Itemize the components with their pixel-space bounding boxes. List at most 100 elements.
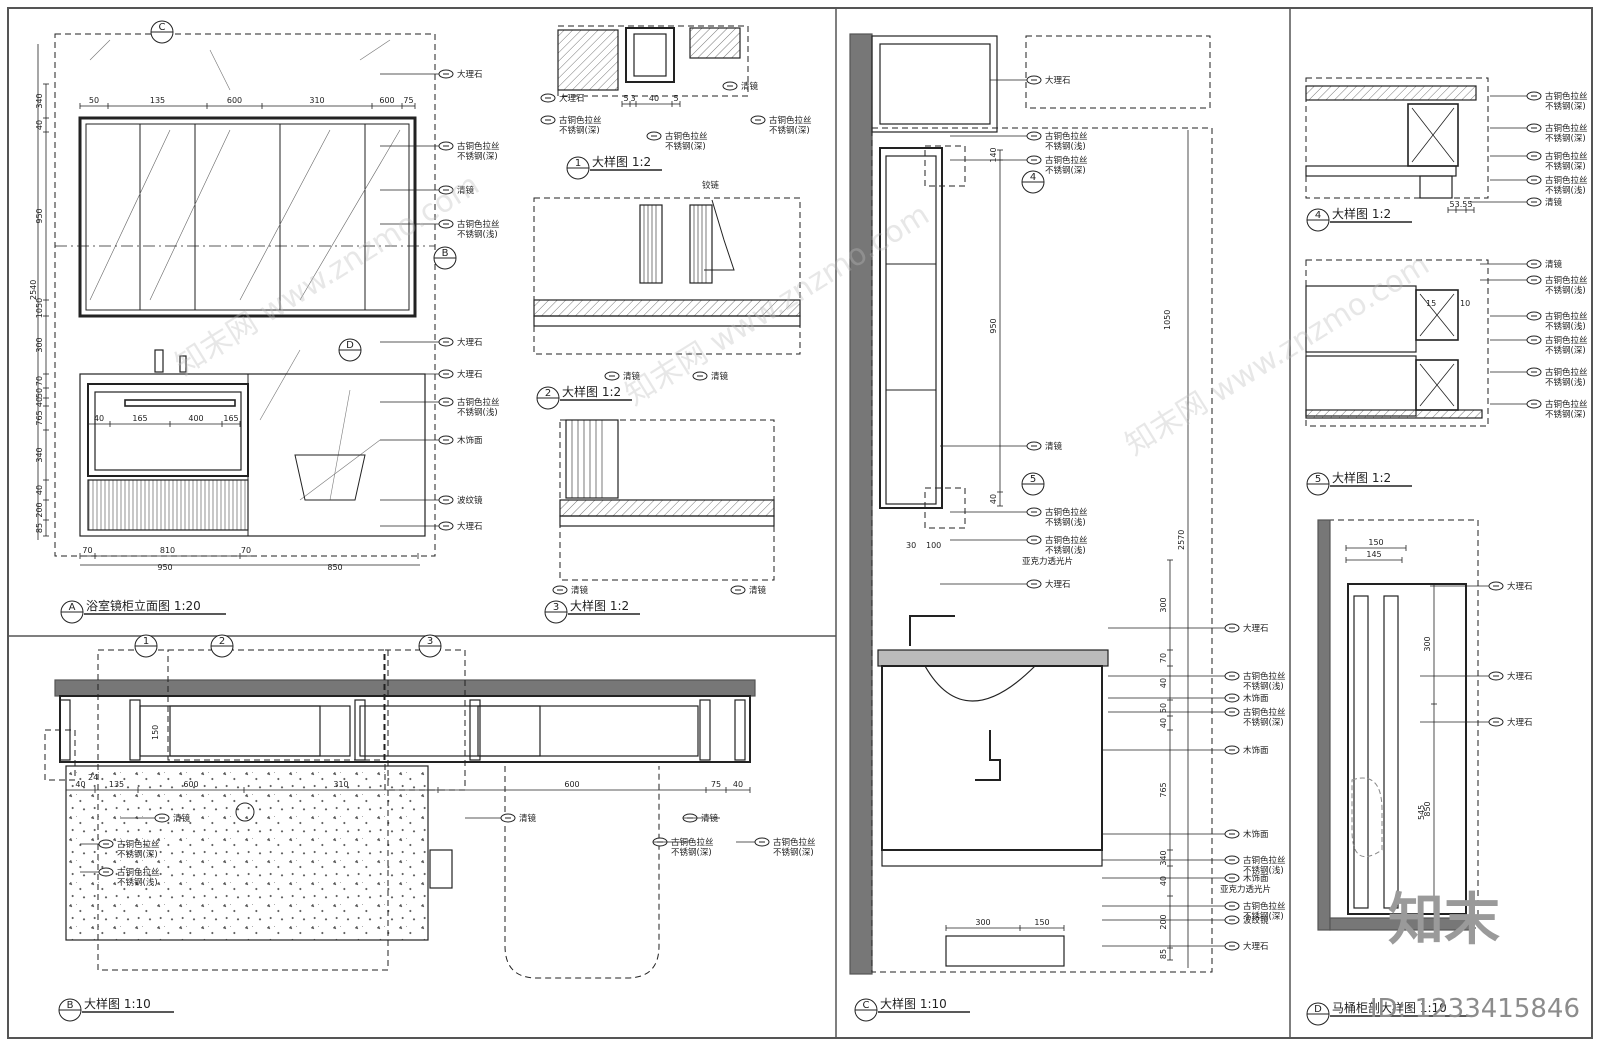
dim-value: 85: [1159, 949, 1168, 959]
dim-value: 310: [333, 780, 348, 789]
callout-label: 古铜色拉丝: [1045, 155, 1088, 166]
dim-value: 150: [1368, 538, 1383, 547]
marble-vein: [89, 39, 111, 61]
callout-label: 不锈钢(深): [1243, 911, 1284, 922]
dim-value: 300: [1423, 636, 1432, 651]
callout-label: 清镜: [173, 813, 191, 824]
dim-value: 2570: [1177, 530, 1186, 550]
callout-label: 大理石: [457, 369, 483, 380]
dim-value: 135: [109, 780, 124, 789]
cabinet-post: [469, 699, 481, 761]
void-cross: [1419, 293, 1455, 337]
callout-label: 木饰面: [1243, 873, 1269, 884]
shelf-bay: [139, 705, 321, 757]
callout-label: 不锈钢(深): [1545, 133, 1586, 144]
toilet-paper-holder: [294, 454, 366, 501]
bubble-label: 3: [553, 602, 559, 613]
bracket: [1419, 175, 1453, 199]
callout-label: 木饰面: [1243, 693, 1269, 704]
dim-value: 50: [1159, 703, 1168, 713]
dim-value: 600: [379, 96, 394, 105]
callout-label: 不锈钢(浅): [1045, 517, 1086, 528]
callout-label: 古铜色拉丝: [1243, 855, 1286, 866]
dim-value: 40: [75, 780, 85, 789]
shelf-bay: [477, 705, 699, 757]
basin-section: [924, 665, 1036, 702]
faucet-handle: [179, 355, 187, 373]
detail-5: 清镜古铜色拉丝不锈钢(浅)古铜色拉丝不锈钢(浅)古铜色拉丝不锈钢(深)古铜色拉丝…: [1305, 259, 1588, 496]
glass-panel: [559, 499, 775, 517]
dim-value: 850: [327, 563, 342, 572]
dim-value: 75: [711, 780, 721, 789]
backing-panel: [533, 315, 801, 327]
dim-value: 5: [1449, 200, 1454, 209]
callout-label: 古铜色拉丝: [117, 867, 160, 878]
callout-label: 大理石: [457, 337, 483, 348]
bubble-label: D: [1314, 1004, 1322, 1015]
dim-value: 165: [132, 414, 147, 423]
dim-value: 75: [403, 96, 413, 105]
callout-label: 不锈钢(深): [559, 125, 600, 136]
callout-label: 古铜色拉丝: [1243, 901, 1286, 912]
dim-value: 5: [623, 94, 628, 103]
shelf-bay: [169, 705, 351, 757]
hinge-profile: [639, 204, 663, 284]
base-section: [1305, 409, 1483, 419]
cabinet-post: [734, 699, 746, 761]
callout-label: 波纹镜: [1243, 915, 1269, 926]
dim-value: 300: [1159, 597, 1168, 612]
callout-label: 大理石: [1045, 75, 1071, 86]
dim-value: 10: [1460, 299, 1470, 308]
panel-title: 大样图 1:10: [880, 996, 947, 1011]
dim-value: 200: [1159, 914, 1168, 929]
callout-label: 清镜: [1545, 259, 1563, 270]
callout-label: 古铜色拉丝: [1545, 91, 1588, 102]
panel-title: 马桶柜剖大样图 1:10: [1332, 1000, 1447, 1015]
marble-vein: [359, 39, 391, 61]
frame-profile: [565, 419, 619, 499]
callout-label: 清镜: [749, 585, 767, 596]
drain-icon: [235, 802, 255, 822]
callout-label: 波纹镜: [457, 495, 483, 506]
callout-label: 不锈钢(深): [1545, 101, 1586, 112]
callout-label: 清镜: [741, 81, 759, 92]
dim-value: 1050: [1163, 310, 1172, 330]
dim-value: 70: [35, 376, 44, 386]
dim-value-total: 2540: [29, 280, 38, 300]
cabinet-section: [1347, 583, 1467, 915]
dim-value: 600: [227, 96, 242, 105]
cabinet-inner: [885, 155, 937, 505]
callout-label: 不锈钢(深): [665, 141, 706, 152]
callout-label: 大理石: [1507, 717, 1533, 728]
dim-value: 5: [1467, 200, 1472, 209]
panel-title: 大样图 1:2: [1332, 206, 1391, 221]
dim-value: 24: [88, 773, 98, 782]
dim-value: 40: [1159, 876, 1168, 886]
callout-label: 亚克力透光片: [1022, 556, 1073, 567]
cabinet-side: [1353, 595, 1369, 909]
upper-niche: [871, 35, 998, 133]
dim-value: 70: [1159, 653, 1168, 663]
marble-vein: [299, 439, 381, 501]
dim-value: 70: [241, 546, 251, 555]
callout-label: 不锈钢(浅): [1545, 285, 1586, 296]
callout-label: 不锈钢(浅): [457, 407, 498, 418]
callout-label: 清镜: [519, 813, 537, 824]
wall-section: [849, 33, 873, 975]
dim-value: 200: [35, 502, 44, 517]
dim-value: 40: [94, 414, 104, 423]
frame-inner: [633, 33, 667, 77]
callout-label: 古铜色拉丝: [1545, 175, 1588, 186]
watermark-id: ID: 1233415846: [1369, 994, 1580, 1024]
mirror-reflection: [89, 129, 171, 301]
callout-label: 古铜色拉丝: [559, 115, 602, 126]
callout-label: 大理石: [457, 69, 483, 80]
panel-title: 大样图 1:2: [1332, 470, 1391, 485]
callout-label: 古铜色拉丝: [1545, 335, 1588, 346]
